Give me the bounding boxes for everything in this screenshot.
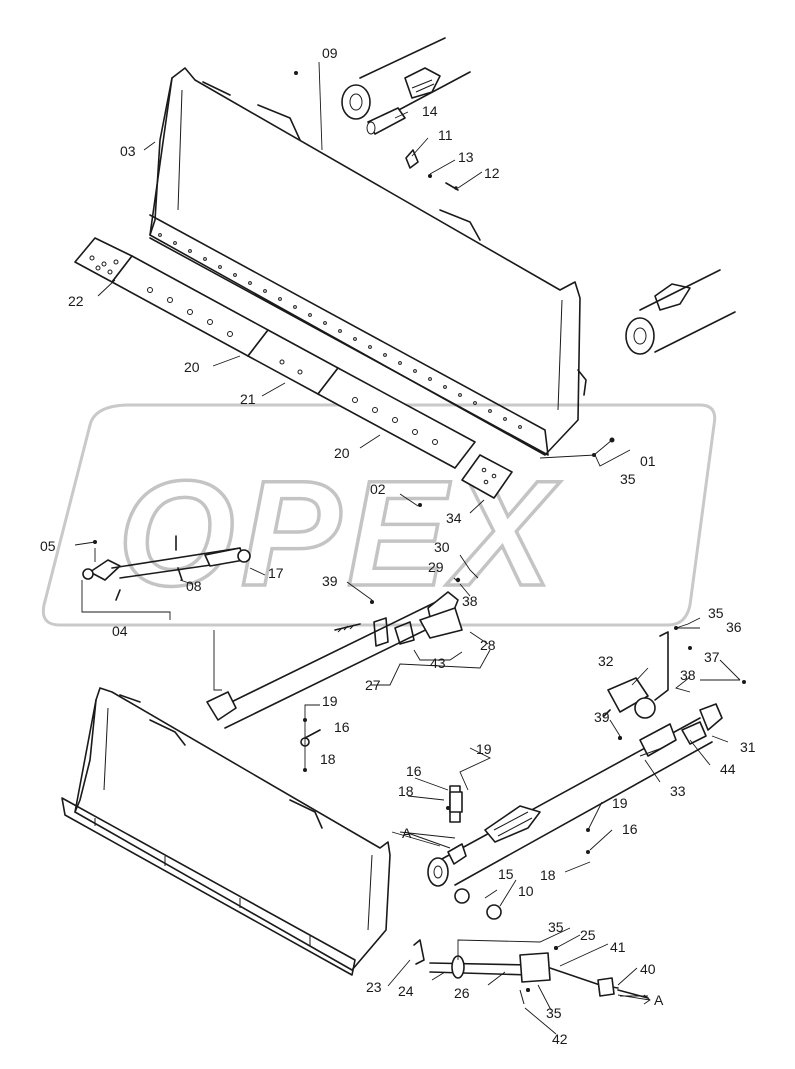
callout-09: 09	[322, 45, 338, 61]
callout-25: 25	[580, 927, 596, 943]
callout-38b: 38	[680, 667, 696, 683]
callout-labels: 09 03 14 11 13 12 22 20 21 20 01 35 02 3…	[40, 45, 756, 1047]
upper-bucket-lip	[149, 214, 549, 456]
pin-16b	[449, 791, 463, 813]
callout-16b: 16	[406, 763, 422, 779]
callout-28: 28	[480, 637, 496, 653]
cross-tube	[206, 577, 463, 729]
callout-13: 13	[458, 149, 474, 165]
callout-43: 43	[430, 655, 446, 671]
leader-lines	[74, 61, 741, 1035]
callout-39b: 39	[594, 709, 610, 725]
callout-32: 32	[598, 653, 614, 669]
callout-18a: 18	[320, 751, 336, 767]
callout-26: 26	[454, 985, 470, 1001]
callout-04: 04	[112, 623, 128, 639]
cutting-edge-34	[461, 454, 513, 499]
callout-38a: 38	[462, 593, 478, 609]
callout-23: 23	[366, 979, 382, 995]
callout-19b: 19	[476, 741, 492, 757]
callout-12: 12	[484, 165, 500, 181]
callout-11: 11	[438, 127, 453, 143]
arrow-a-right	[617, 994, 651, 1005]
callout-35d: 35	[546, 1005, 562, 1021]
callout-16a: 16	[334, 719, 350, 735]
callout-33: 33	[670, 783, 686, 799]
callout-18b: 18	[398, 783, 414, 799]
small-parts-11-12-13	[405, 149, 459, 191]
lower-bucket	[61, 687, 391, 976]
callout-19c: 19	[612, 795, 628, 811]
callout-41: 41	[610, 939, 626, 955]
upper-bucket-side-left	[149, 77, 173, 236]
pin-16	[300, 729, 321, 747]
callout-40: 40	[640, 961, 656, 977]
callout-18c: 18	[540, 867, 556, 883]
callout-39a: 39	[322, 573, 338, 589]
mark-a-left: A	[402, 825, 412, 841]
cutting-edge-20a	[111, 255, 269, 357]
callout-30: 30	[434, 539, 450, 555]
lift-arm-right	[625, 269, 736, 355]
callout-27: 27	[365, 677, 381, 693]
callout-05: 05	[40, 538, 56, 554]
callout-19a: 19	[322, 693, 338, 709]
callout-36: 36	[726, 619, 742, 635]
watermark: OPEX	[41, 403, 717, 627]
upper-bucket	[149, 67, 587, 456]
callout-31: 31	[740, 739, 756, 755]
callout-44: 44	[720, 761, 736, 777]
callout-35a: 35	[620, 471, 636, 487]
cutting-edge-20b	[317, 367, 476, 469]
callout-24: 24	[398, 983, 414, 999]
leveling-rod-assembly	[82, 535, 251, 601]
lower-bucket-lip	[61, 797, 356, 976]
tilt-cylinder	[404, 627, 740, 920]
callout-20b: 20	[334, 445, 350, 461]
callout-17: 17	[268, 565, 284, 581]
mark-a-right: A	[654, 992, 664, 1008]
callout-16c: 16	[622, 821, 638, 837]
callout-10: 10	[518, 883, 534, 899]
callout-34: 34	[446, 510, 462, 526]
leader-end-dots	[93, 71, 746, 992]
callout-01: 01	[640, 453, 656, 469]
callout-22: 22	[68, 293, 84, 309]
callout-21: 21	[240, 391, 256, 407]
upper-bucket-bolt-holes	[158, 233, 522, 429]
bracket-28	[419, 607, 463, 639]
callout-03: 03	[120, 143, 136, 159]
callout-35b: 35	[708, 605, 724, 621]
callout-20a: 20	[184, 359, 200, 375]
callout-37: 37	[704, 649, 720, 665]
arrow-a-left	[391, 831, 441, 847]
callout-14: 14	[422, 103, 438, 119]
watermark-outline	[41, 403, 717, 627]
callout-29: 29	[428, 559, 444, 575]
lower-bucket-back	[74, 687, 391, 971]
callout-42: 42	[552, 1031, 568, 1047]
callout-35c: 35	[548, 919, 564, 935]
callout-02: 02	[370, 481, 386, 497]
lift-arm-upper	[341, 37, 471, 135]
callout-08: 08	[186, 578, 202, 594]
callout-15: 15	[498, 866, 514, 882]
